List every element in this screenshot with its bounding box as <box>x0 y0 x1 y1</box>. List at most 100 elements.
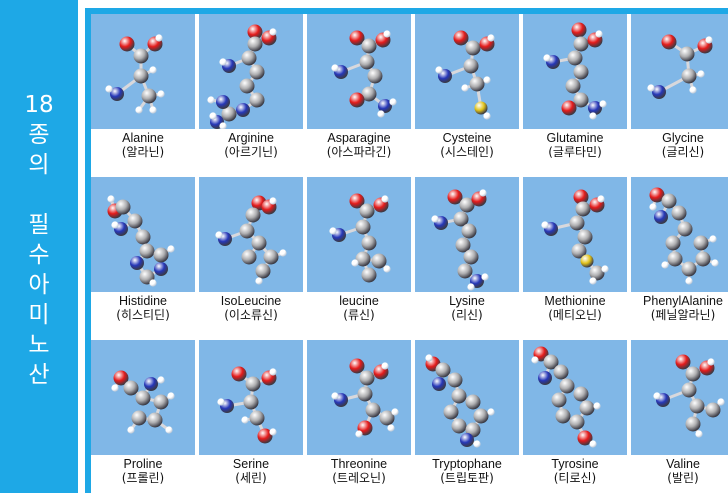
atom <box>707 358 715 366</box>
molecule-model-arginine <box>199 14 303 129</box>
atom <box>391 408 399 416</box>
molecule-drawing <box>647 34 713 99</box>
atom <box>107 195 115 203</box>
atom <box>349 30 365 46</box>
amino-acid-korean-name: (세린) <box>235 471 267 485</box>
atom <box>465 394 481 410</box>
amino-acid-name: Cysteine <box>442 131 492 145</box>
amino-acid-korean-name: (메티오닌) <box>548 308 602 322</box>
molecule-drawing <box>111 370 175 434</box>
amino-acid-card-alanine: Alanine (알라닌) <box>91 14 195 167</box>
atom <box>269 28 277 36</box>
atom <box>559 378 575 394</box>
title-line: 필 <box>28 212 50 238</box>
atom <box>483 112 491 120</box>
atom <box>543 54 551 62</box>
atom <box>453 211 469 227</box>
atom <box>139 243 155 259</box>
atom <box>355 219 371 235</box>
atom <box>149 66 157 74</box>
atom <box>381 362 389 370</box>
atom <box>538 371 552 385</box>
amino-acid-name: Tryptophane <box>432 457 502 471</box>
amino-acid-card-glutamine: Glutamine (글루타민) <box>523 14 627 167</box>
atom <box>573 36 589 52</box>
amino-acid-card-histidine: Histidine (히스티딘) <box>91 177 195 330</box>
atom <box>127 213 143 229</box>
atom <box>447 189 463 205</box>
molecule-model-asparagine <box>307 14 411 129</box>
atom <box>577 430 593 446</box>
atom <box>551 392 567 408</box>
atom <box>263 249 279 265</box>
molecule-model-glycine <box>631 14 728 129</box>
atom <box>157 376 165 384</box>
atom <box>133 68 149 84</box>
atom <box>589 112 597 120</box>
atom <box>247 24 263 40</box>
atom <box>589 277 597 285</box>
molecule-model-valine <box>631 340 728 455</box>
molecule-model-cysteine <box>415 14 519 129</box>
atom <box>573 92 589 108</box>
atom <box>649 187 665 203</box>
molecule-drawing <box>329 193 391 283</box>
atom <box>241 416 249 424</box>
atom <box>567 50 583 66</box>
atom <box>479 189 487 197</box>
atom <box>149 106 157 114</box>
atom <box>359 370 375 386</box>
title-line: 미 <box>28 302 50 328</box>
atom <box>133 48 149 64</box>
atom <box>243 394 259 410</box>
atom <box>219 122 227 129</box>
amino-acid-card-arginine: Arginine (아르기닌) <box>199 14 303 167</box>
atom <box>245 376 261 392</box>
atom <box>115 199 131 215</box>
amino-acid-card-proline: Proline (프롤린) <box>91 340 195 493</box>
atom <box>355 430 363 438</box>
molecule-model-isoleucine <box>199 177 303 292</box>
amino-acid-korean-name: (아스파라긴) <box>326 145 392 159</box>
atom <box>661 193 677 209</box>
molecule-model-leucine <box>307 177 411 292</box>
amino-acid-card-leucine: leucine (류신) <box>307 177 411 330</box>
atom <box>671 205 687 221</box>
molecule-model-threonine <box>307 340 411 455</box>
atom <box>219 58 227 66</box>
atom <box>573 64 589 80</box>
atom <box>378 99 392 113</box>
amino-acid-name: Methionine <box>544 294 606 308</box>
atom <box>561 100 577 116</box>
molecule-drawing <box>215 195 287 285</box>
molecule-model-tyrosine <box>523 340 627 455</box>
molecule-model-phenylalanine <box>631 177 728 292</box>
amino-acid-korean-name: (류신) <box>343 308 375 322</box>
amino-acid-card-asparagine: Asparagine (아스파라긴) <box>307 14 411 167</box>
atom <box>465 40 481 56</box>
amino-acid-name: IsoLeucine <box>220 294 282 308</box>
atom <box>359 54 375 70</box>
atom <box>167 392 175 400</box>
atom <box>571 243 587 259</box>
title-line: 아 <box>28 272 50 298</box>
molecule-drawing <box>217 366 277 444</box>
atom <box>661 261 669 269</box>
molecule-drawing <box>105 34 165 114</box>
atom <box>255 277 263 285</box>
atom <box>349 92 365 108</box>
atom <box>575 201 591 217</box>
amino-acid-name: Threonine <box>330 457 388 471</box>
amino-acid-card-glycine: Glycine (글리신) <box>631 14 728 167</box>
amino-acid-name: Asparagine <box>327 131 391 145</box>
atom <box>147 412 163 428</box>
atom <box>647 84 655 92</box>
atom <box>209 112 217 120</box>
title-line: 종 <box>28 122 50 148</box>
atom <box>215 231 223 239</box>
atom <box>711 259 719 267</box>
atom <box>217 398 225 406</box>
atom <box>431 215 439 223</box>
atom <box>149 279 157 287</box>
atom <box>127 426 135 434</box>
